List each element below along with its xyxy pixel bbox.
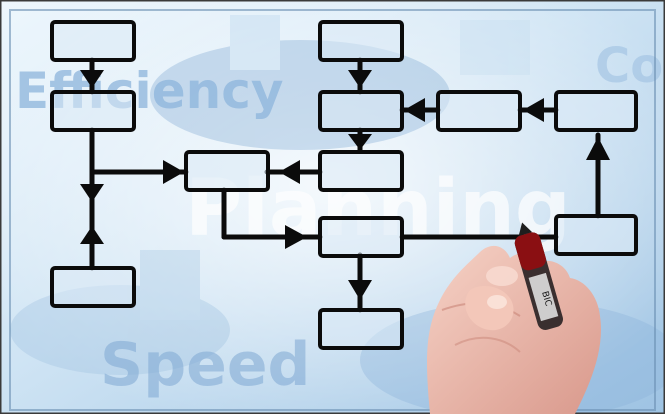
box-left-top [50, 20, 136, 62]
box-right-mid [436, 90, 522, 132]
marker-cap [514, 232, 546, 271]
box-center-lower [318, 216, 404, 258]
box-center-bottom [318, 308, 404, 350]
marker-pen: BIC [514, 222, 564, 330]
box-left-bottom [50, 266, 136, 308]
marker-label: BIC [539, 290, 553, 307]
box-right-top [554, 90, 638, 132]
word-corner: Co [595, 38, 663, 94]
hand [427, 245, 601, 414]
box-left-efficiency [50, 90, 136, 132]
thumb [465, 286, 514, 331]
inner-border [9, 9, 656, 411]
flow-arrowheads [80, 70, 610, 300]
box-center-upper [318, 90, 404, 132]
box-center-top [318, 20, 404, 62]
flow-boxes [50, 20, 638, 350]
box-right-bottom [554, 214, 638, 256]
box-center-left [184, 150, 270, 192]
box-center-middle [318, 150, 404, 192]
fingertip [486, 266, 518, 286]
word-speed: Speed [100, 330, 311, 400]
